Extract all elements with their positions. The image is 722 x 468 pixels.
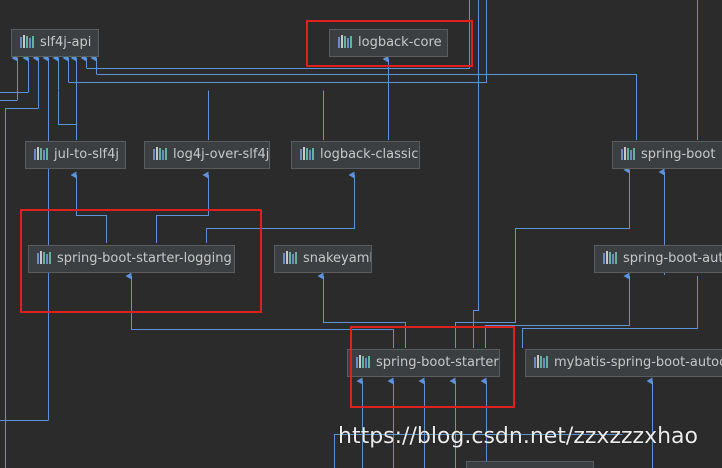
library-icon — [33, 146, 49, 160]
node-label: mybatis-spring-boot-autoco — [554, 355, 722, 370]
edge — [522, 276, 698, 348]
node-spring-boot-auto[interactable]: spring-boot-auto — [594, 245, 722, 273]
highlight-box-logback-core — [306, 20, 473, 67]
library-icon — [152, 146, 168, 160]
edge — [125, 272, 394, 348]
node-label: spring-boot-auto — [623, 251, 722, 266]
node-label: spring-boot-starter-logging — [57, 251, 232, 266]
node-jul-to-slf4j[interactable]: jul-to-slf4j — [25, 141, 126, 169]
node-label: snakeyaml — [303, 251, 372, 266]
node-label: slf4j-api — [40, 35, 92, 50]
edge — [156, 171, 209, 243]
node-label: spring-boot — [641, 147, 716, 162]
highlight-box-spring-boot-starter — [350, 326, 515, 408]
node-label: logback-core — [358, 35, 442, 50]
edge — [5, 108, 39, 468]
library-icon — [36, 250, 52, 264]
edge — [58, 90, 77, 125]
edge — [206, 171, 355, 243]
library-icon — [620, 146, 636, 160]
library-icon — [602, 250, 618, 264]
edge — [473, 0, 479, 348]
node-label: logback-classic — [320, 147, 419, 162]
library-icon — [533, 354, 549, 368]
node-snakeyaml[interactable]: snakeyaml — [274, 245, 372, 273]
node-spring-boot-starter[interactable]: spring-boot-starter — [347, 349, 500, 377]
node-log4j-over-slf4j[interactable]: log4j-over-slf4j — [144, 141, 270, 169]
node-spring-boot[interactable]: spring-boot — [612, 141, 722, 169]
node-logback-classic[interactable]: logback-classic — [291, 141, 420, 169]
edge — [334, 434, 623, 468]
node-label: log4j-over-slf4j — [173, 147, 270, 162]
node-label: spring-boot-starter — [376, 355, 499, 370]
edge — [485, 272, 630, 348]
library-icon — [337, 34, 353, 48]
edge — [68, 0, 487, 83]
edge — [70, 171, 107, 243]
library-icon — [19, 34, 35, 48]
node-logback-core[interactable]: logback-core — [329, 29, 448, 57]
highlight-box-starter-logging — [20, 209, 262, 313]
library-icon — [355, 354, 371, 368]
node-slf4j-api[interactable]: slf4j-api — [11, 29, 99, 57]
edge — [96, 74, 637, 140]
library-icon — [299, 146, 315, 160]
edge — [86, 0, 470, 69]
node-mybatis-spring-boot-autoconfigure[interactable]: mybatis-spring-boot-autoco — [525, 349, 722, 377]
partial-node — [466, 461, 594, 468]
edge — [317, 272, 406, 348]
node-label: jul-to-slf4j — [54, 147, 119, 162]
library-icon — [282, 250, 298, 264]
node-spring-boot-starter-logging[interactable]: spring-boot-starter-logging — [28, 245, 235, 273]
watermark: https://blog.csdn.net/zzxzzzxhao — [338, 424, 698, 449]
